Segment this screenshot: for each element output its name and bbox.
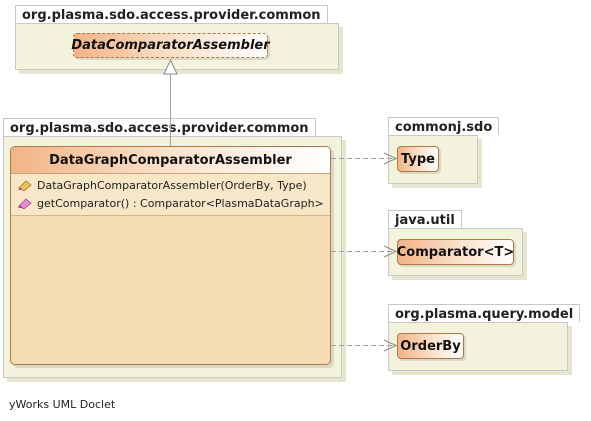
footer-credit: yWorks UML Doclet [9,398,116,411]
dependency-arrowhead-orderby [383,339,398,352]
package-top: org.plasma.sdo.access.provider.common [15,5,339,70]
package-commonj-sdo-name: commonj.sdo [388,117,500,135]
constructor-icon [18,180,32,191]
operation-get-comparator-label: getComparator() : Comparator<PlasmaDataG… [37,196,324,210]
class-name: DataGraphComparatorAssembler [11,147,330,174]
package-main-name: org.plasma.sdo.access.provider.common [3,118,316,136]
class-order-by[interactable]: OrderBy [397,333,464,359]
operation-constructor[interactable]: DataGraphComparatorAssembler(OrderBy, Ty… [11,176,330,194]
class-type[interactable]: Type [397,146,439,172]
operation-get-comparator[interactable]: getComparator() : Comparator<PlasmaDataG… [11,194,330,212]
package-query-model-name: org.plasma.query.model [388,304,581,322]
class-comparator[interactable]: Comparator<T> [397,239,514,265]
operations-compartment: DataGraphComparatorAssembler(OrderBy, Ty… [11,174,330,216]
package-java-util-name: java.util [388,210,462,228]
method-icon [18,198,32,209]
package-top-name: org.plasma.sdo.access.provider.common [15,5,328,23]
operation-constructor-label: DataGraphComparatorAssembler(OrderBy, Ty… [37,178,307,192]
class-data-graph-comparator-assembler[interactable]: DataGraphComparatorAssembler DataGraphCo… [10,146,331,365]
dependency-arrowhead-comparator [383,245,398,258]
class-data-comparator-assembler[interactable]: DataComparatorAssembler [71,33,270,58]
generalization-arrowhead [163,58,178,75]
dependency-arrowhead-type [383,152,398,165]
